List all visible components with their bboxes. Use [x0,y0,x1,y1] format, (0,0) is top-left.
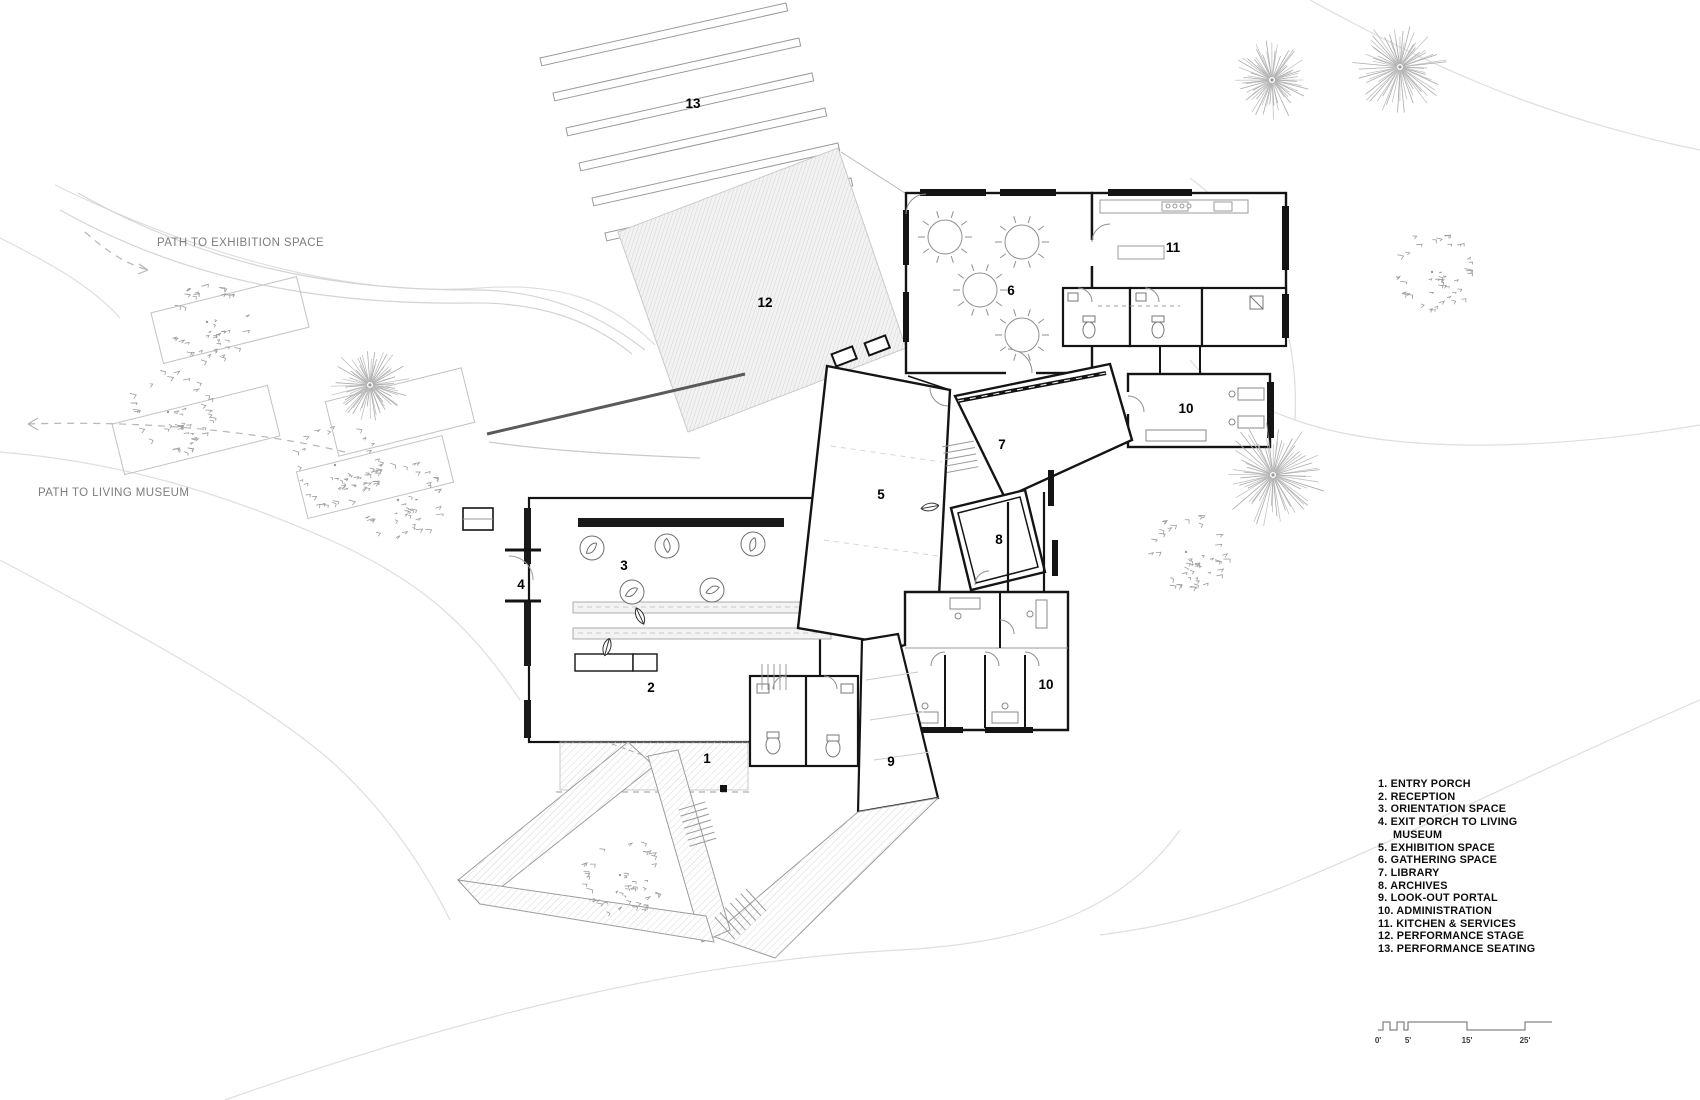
tree-scribble-icon [292,426,383,509]
room-number-labels: 13 12 6 11 10 7 5 8 3 4 2 1 9 10 [517,96,1193,769]
pouf-icon [740,531,766,557]
scale-5: 5' [1405,1036,1411,1045]
arrow-to-living-museum [27,422,346,453]
reception-desk [574,653,658,672]
archives [949,488,1047,592]
site-walls [486,372,746,459]
wc-fixtures [1067,292,1264,339]
legend-item-13: 13. PERFORMANCE SEATING [1378,943,1536,956]
label-administration-south: 10 [1038,677,1053,692]
window-bars [903,189,1289,342]
legend-item-1: 1. ENTRY PORCH [1378,778,1471,790]
legend-item-11: 11. KITCHEN & SERVICES [1378,917,1517,930]
tree-dandelion-icon [1228,422,1324,527]
tree-scribble-icon [129,370,217,456]
legend-item-6: 6. GATHERING SPACE [1378,854,1497,867]
triangle-band-west [457,741,655,905]
scale-25: 25' [1520,1036,1531,1045]
wc-fixture [765,735,781,755]
building [462,189,1289,814]
library [953,362,1134,500]
corridor-walls [1006,470,1058,592]
path-arrows [27,231,346,453]
stair-treads [714,888,767,940]
tree-dandelion-icon [1352,26,1447,113]
leaf-icon [920,502,940,512]
path-label-living-museum: PATH TO LIVING MUSEUM [38,487,189,499]
legend-item-12: 12. PERFORMANCE STAGE [1378,930,1525,943]
round-table-icon [918,211,972,263]
legend-item-7: 7. LIBRARY [1378,866,1440,879]
tree-scribble-icon [363,461,444,540]
scale-0: 0' [1375,1036,1381,1045]
scale-15: 15' [1462,1036,1473,1045]
exit-porch [462,507,541,603]
stair-treads [942,440,979,473]
generated-decorations [129,26,1474,940]
exhibition-wing [796,334,952,654]
label-exhibition-space: 5 [877,487,885,502]
administration-north [1125,372,1274,449]
toilet-block [748,674,860,768]
stair-treads [678,801,717,847]
legend-item-9: 9. LOOK-OUT PORTAL [1378,892,1498,905]
label-lookout-portal: 9 [887,754,895,769]
tree-scribble-icon [1148,515,1231,592]
kitchen-fixtures [1098,199,1249,307]
tree-dandelion-icon [1235,40,1309,120]
sink [756,683,770,694]
path-label-exhibition: PATH TO EXHIBITION SPACE [157,237,324,249]
tree-scribble-icon [1395,234,1474,313]
label-archives: 8 [995,532,1003,547]
sink [840,683,854,694]
pouf-icon [619,579,645,605]
door-arcs [905,193,1160,667]
leaf-icon [634,607,646,625]
planting-beds [111,276,476,520]
round-table-icon [995,309,1049,361]
label-entry-porch: 1 [703,751,711,766]
label-exit-porch: 4 [517,577,525,592]
kitchen-island [1117,245,1165,260]
display-wall [578,518,784,527]
legend-item-3: 3. ORIENTATION SPACE [1378,803,1507,816]
legend-item-5: 5. EXHIBITION SPACE [1378,841,1495,854]
pouf-icon [654,533,680,559]
tree-dandelion-icon [331,351,410,421]
triangle-band-south [456,879,715,943]
label-orientation-space: 3 [620,558,628,573]
label-administration-north: 10 [1178,401,1193,416]
label-gathering-space: 6 [1007,283,1015,298]
round-table-icon [953,264,1007,316]
wc-fixture [825,738,841,758]
label-performance-stage: 12 [757,295,772,310]
leaf-icon [602,637,612,657]
label-reception: 2 [647,680,655,695]
label-library: 7 [998,437,1006,452]
legend-item-2: 2. RECEPTION [1378,790,1456,803]
legend-item-8: 8. ARCHIVES [1378,879,1448,892]
pouf-icon [699,577,725,603]
pouf-icon [579,535,605,561]
tree-scribble-icon [581,841,662,917]
boardwalk-triangle [456,741,940,959]
arrow-to-exhibition [84,231,149,271]
label-performance-seating: 13 [685,96,701,111]
legend-item-10: 10. ADMINISTRATION [1378,905,1492,918]
label-kitchen-services: 11 [1166,240,1181,255]
round-table-icon [995,216,1049,268]
legend-item-4: 4. EXIT PORCH TO LIVING MUSEUM [1378,816,1518,841]
stair-treads [761,664,787,690]
scale-bar: 0' 5' 15' 25' [1375,1021,1552,1045]
wing-gathering-kitchen [903,189,1289,377]
triangle-band-east [647,749,731,943]
tree-scribble-icon [172,283,251,366]
ramp-band [711,797,940,959]
